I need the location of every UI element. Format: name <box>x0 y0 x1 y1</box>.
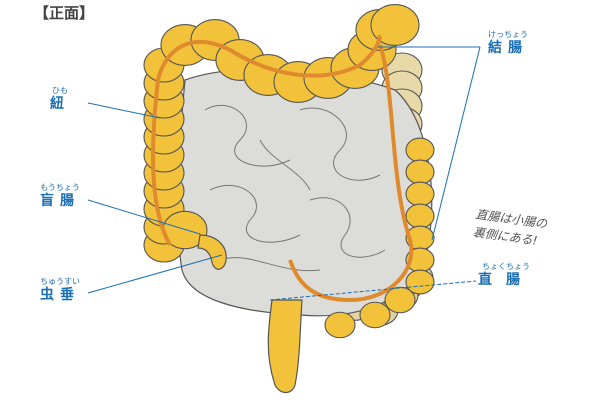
colon-haustrum <box>405 203 435 229</box>
view-title: 【正面】 <box>34 4 95 22</box>
taenia-band <box>151 34 414 303</box>
colon-haustrum <box>324 311 356 339</box>
label-chokuchou: ちょくちょう 直腸 <box>478 262 534 288</box>
label-himo: ひも 紐 <box>50 86 70 112</box>
colon-haustrum <box>359 301 391 329</box>
rectum <box>267 299 303 394</box>
label-text: 紐 <box>50 96 70 112</box>
colon-haustrum <box>405 269 435 295</box>
colon-haustrum <box>405 181 435 207</box>
colon-haustrum <box>384 286 416 314</box>
ruby: ちょくちょう <box>482 262 530 271</box>
colon-haustrum <box>370 4 420 46</box>
label-text: 直腸 <box>478 272 534 288</box>
colon <box>143 4 435 339</box>
label-kecchou: けっちょう 結腸 <box>488 30 528 56</box>
ruby: ちゅうすい <box>40 277 80 286</box>
label-chuusui: ちゅうすい 虫垂 <box>40 277 80 303</box>
leader-lines <box>87 46 481 301</box>
label-text: 結腸 <box>488 40 528 56</box>
label-mouchou: もうちょう 盲腸 <box>40 183 80 209</box>
label-text: 盲腸 <box>40 193 80 209</box>
ruby: けっちょう <box>488 30 528 39</box>
colon-haustrum <box>405 137 435 163</box>
ruby: ひも <box>52 86 68 95</box>
label-text: 虫垂 <box>40 287 80 303</box>
colon-haustrum <box>405 159 435 185</box>
ruby: もうちょう <box>40 183 80 192</box>
appendix <box>197 234 227 270</box>
small-intestine-folds <box>204 104 386 272</box>
